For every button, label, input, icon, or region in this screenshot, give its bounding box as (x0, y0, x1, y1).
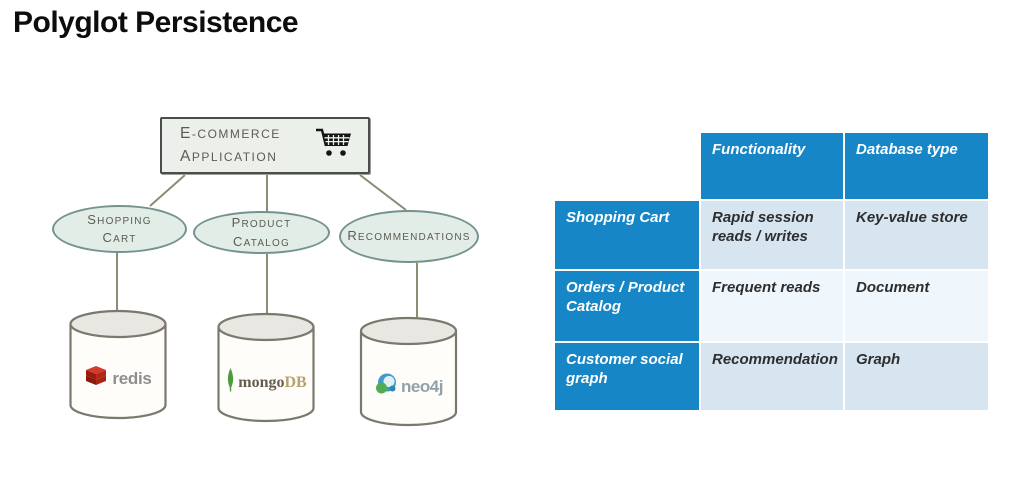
table-cell-dbtype-shopping-cart: Key-value store (845, 201, 988, 269)
database-cylinder-mongodb: mongoDB (216, 312, 316, 424)
table-cell-dbtype-orders: Document (845, 271, 988, 341)
neo4j-label: neo4j (401, 376, 443, 396)
database-cylinder-neo4j: neo4j (358, 316, 459, 428)
table-header-database-type: Database type (845, 133, 988, 199)
product-catalog-node-label: Product Catalog (231, 215, 292, 249)
table-header-functionality: Functionality (701, 133, 843, 199)
comparison-table: Functionality Database type Shopping Car… (555, 133, 988, 410)
node-ellipse-recommendations: Recommendations (339, 210, 479, 263)
redis-cube-icon (84, 365, 108, 392)
mongodb-label: mongoDB (238, 373, 307, 391)
table-cell-dbtype-social-graph: Graph (845, 343, 988, 410)
node-ellipse-product-catalog: Product Catalog (193, 211, 330, 254)
shopping-cart-node-label: Shopping Cart (87, 211, 152, 245)
redis-logo: redis (68, 365, 168, 392)
database-cylinder-redis: redis (68, 309, 168, 421)
recommendations-node-label: Recommendations (347, 228, 471, 244)
table-row-label-customer-social-graph: Customer social graph (555, 343, 699, 410)
neo4j-graph-icon (374, 372, 398, 401)
table-corner-cell (555, 133, 699, 199)
mongodb-logo: mongoDB (216, 368, 316, 397)
table-row-label-orders-product-catalog: Orders / Product Catalog (555, 271, 699, 341)
table-cell-functionality-shopping-cart: Rapid session reads / writes (701, 201, 843, 269)
shopping-cart-icon (314, 127, 354, 164)
redis-label: redis (112, 368, 152, 388)
table-row-label-shopping-cart: Shopping Cart (555, 201, 699, 269)
neo4j-logo: neo4j (358, 372, 459, 401)
page-title: Polyglot Persistence (13, 6, 299, 39)
table-cell-functionality-social-graph: Recommendation (701, 343, 843, 410)
node-ellipse-shopping-cart: Shopping Cart (52, 205, 187, 253)
table-cell-functionality-orders: Frequent reads (701, 271, 843, 341)
ecommerce-application-box: E-Commerce Application (160, 117, 370, 174)
ecommerce-application-label: E-Commerce Application (180, 124, 281, 165)
mongodb-leaf-icon (225, 368, 236, 397)
